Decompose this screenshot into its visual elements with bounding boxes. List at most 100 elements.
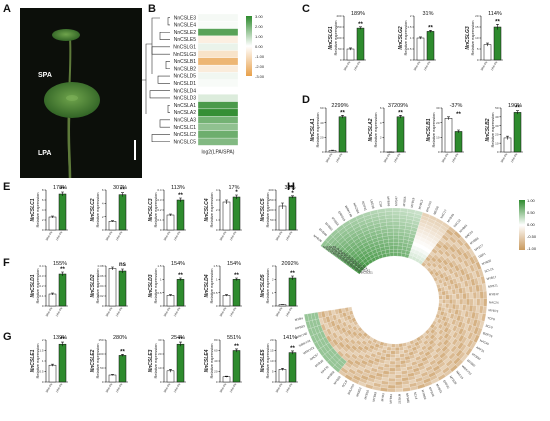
circular-cell [384, 207, 393, 213]
gene-label: NnCSLA2 [368, 118, 374, 141]
tf-label: MYB30 [481, 258, 492, 266]
error-bar [61, 341, 64, 347]
percent-change: 17% [228, 185, 239, 191]
tf-label: MYB68 [469, 236, 480, 245]
circular-cell [392, 221, 400, 226]
bar-lpa [513, 112, 522, 153]
circular-legend-tick: 0.00 [527, 222, 536, 227]
x-tick-label: LPA-Pe [335, 152, 344, 163]
circular-cell [384, 360, 391, 365]
heatmap-row-label: NnCSLG1 [173, 44, 196, 50]
circular-cell [393, 228, 400, 233]
tf-label: SCL15 [484, 267, 494, 274]
circular-cell [398, 232, 405, 237]
error-bar [121, 268, 124, 273]
error-bar [506, 135, 509, 140]
x-tick-label: LPA-Pe [490, 60, 499, 71]
percent-change: 307% [113, 185, 127, 191]
y-tick-label: 1.5 [407, 25, 412, 29]
panel-label-f: F [3, 257, 10, 269]
y-tick-label: 4 [380, 121, 382, 125]
heatmap-row-label: NnCSLC5 [173, 139, 196, 145]
y-tick-label: 2 [272, 278, 274, 282]
inner-gene-label: NnCSLC1 [337, 255, 351, 259]
y-tick-label: 40 [495, 115, 499, 119]
inner-gene-label: NnCSLA2 [357, 268, 371, 272]
heatmap-row-label: NnCSLA2 [174, 110, 196, 116]
y-tick-label: 0 [410, 58, 412, 62]
y-tick-label: 100 [268, 208, 273, 212]
gene-label: NnCSLD3 [148, 274, 154, 297]
x-tick-label: SPA-Pe [219, 306, 228, 317]
bar-lpa [176, 199, 185, 231]
x-tick-label: SPA-Pe [343, 60, 352, 71]
y-tick-label: 80 [214, 338, 218, 342]
circular-cell [395, 364, 401, 369]
tf-label: MYB3 [380, 393, 385, 402]
y-tick-label: 40 [320, 121, 324, 125]
percent-change: 2092% [281, 261, 298, 267]
y-tick-label: 0 [42, 304, 44, 308]
circular-cell [387, 235, 394, 240]
heatmap-row-label: NnCSLD1 [173, 81, 196, 87]
percent-change: 141% [283, 335, 297, 341]
x-tick-label: SPA-Pe [325, 152, 334, 163]
heatmap-cell [197, 101, 239, 110]
bar-spa [166, 295, 175, 307]
dendrogram-branch [159, 119, 170, 128]
y-tick-label: 1.5 [157, 264, 162, 268]
gene-label: NnCSLG3 [465, 26, 471, 50]
bar-lpa [288, 352, 297, 383]
y-tick-label: 2 [216, 208, 218, 212]
significance-marker: ** [120, 349, 125, 355]
y-axis-label: Relative expression [153, 344, 158, 379]
significance-marker: ** [178, 193, 183, 199]
percent-change: 154% [227, 261, 241, 267]
circular-cell [388, 381, 396, 386]
error-bar [291, 195, 294, 199]
y-tick-label: 0 [42, 228, 44, 232]
heatmap-row-label: NnCSLC2 [173, 132, 196, 138]
bar-spa [222, 376, 231, 383]
circular-cell [441, 290, 446, 296]
tf-label: NAC12 [453, 218, 462, 228]
error-bar [179, 197, 182, 202]
gene-label: NnCSLD1 [30, 274, 36, 297]
heatmap-legend-tick: 2.00 [255, 24, 264, 29]
tf-label: MYB63 [466, 358, 476, 368]
circular-cell [399, 221, 407, 226]
y-axis-label: Relative expression [153, 193, 158, 228]
x-tick-label: SPA-Pe [105, 382, 114, 393]
y-axis-label: Relative expression [431, 113, 436, 148]
tf-label: MYB69 [421, 389, 428, 400]
dendrogram-branch [165, 61, 170, 70]
percent-change: 154% [171, 261, 185, 267]
y-tick-label: 50 [338, 47, 342, 51]
percent-change: 254% [171, 335, 185, 341]
y-tick-label: 0 [216, 228, 218, 232]
error-bar [399, 115, 402, 119]
x-tick-label: LPA-Pe [173, 306, 182, 317]
y-axis-label: Relative expression [35, 269, 40, 304]
y-tick-label: 1 [160, 278, 162, 282]
x-tick-label: SPA-Pe [219, 382, 228, 393]
panel-label-c: C [302, 3, 310, 15]
dendrogram-branch [157, 75, 170, 84]
dendrogram-branch [151, 46, 170, 55]
circular-cell [393, 252, 398, 257]
tf-label: MYB10 [363, 389, 370, 400]
tf-label: NAC24 [489, 300, 499, 304]
significance-marker: ** [358, 22, 363, 28]
lpa-label: LPA [38, 150, 51, 157]
heatmap-legend-tick: -3.00 [255, 74, 265, 79]
y-tick-label: 1.5 [39, 349, 44, 353]
y-tick-label: 0.5 [157, 291, 162, 295]
tf-label: MYB46 [428, 387, 435, 398]
bar-lpa [338, 116, 347, 153]
circular-cell [395, 347, 400, 351]
circular-cell [385, 211, 393, 216]
stem-lower [67, 117, 72, 179]
circular-cell [389, 357, 396, 362]
